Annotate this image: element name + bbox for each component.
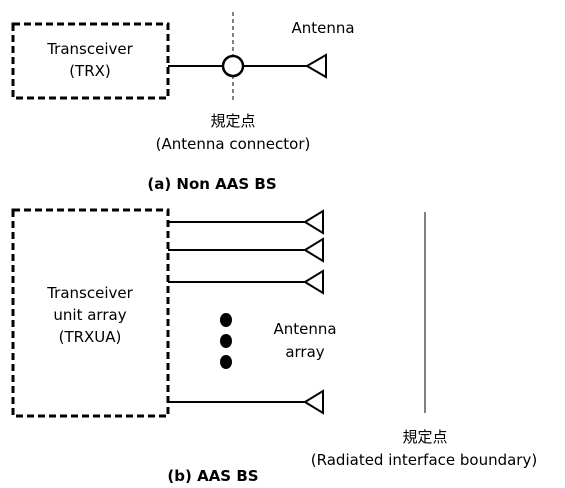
ellipsis-dot (220, 334, 232, 348)
reference-point-sublabel: (Antenna connector) (156, 135, 311, 153)
trx-box (11, 22, 170, 100)
antenna-connector-circle (221, 54, 245, 78)
caption-non-aas: (a) Non AAS BS (147, 175, 276, 193)
trxua-box-label-line3: (TRXUA) (59, 328, 122, 346)
ellipsis-dot (220, 355, 232, 369)
ellipsis-dot (220, 313, 232, 327)
array-antenna-icon (303, 209, 324, 235)
array-antenna-icon (303, 237, 324, 263)
array-antenna-icon (303, 389, 324, 415)
antenna-icon (305, 53, 327, 79)
boundary-reference-point-sublabel: (Radiated interface boundary) (311, 451, 537, 469)
trxua-box-label-line2: unit array (53, 306, 126, 324)
trxua-box (11, 208, 170, 418)
antenna-array-label-line2: array (285, 343, 324, 361)
aas-section: Transceiver unit array (TRXUA) Antenna a… (11, 208, 537, 485)
caption-aas: (b) AAS BS (167, 467, 258, 485)
non-aas-section: Transceiver (TRX) Antenna 規定点 (Antenna c… (11, 12, 355, 193)
reference-point-label: 規定点 (210, 112, 255, 130)
antenna-label: Antenna (291, 19, 354, 37)
boundary-reference-point-label: 規定点 (402, 428, 447, 446)
trx-box-label-line1: Transceiver (46, 40, 133, 58)
antenna-array-label-line1: Antenna (273, 320, 336, 338)
trxua-box-label-line1: Transceiver (46, 284, 133, 302)
array-antenna-icon (303, 269, 324, 295)
trx-box-label-line2: (TRX) (69, 62, 111, 80)
